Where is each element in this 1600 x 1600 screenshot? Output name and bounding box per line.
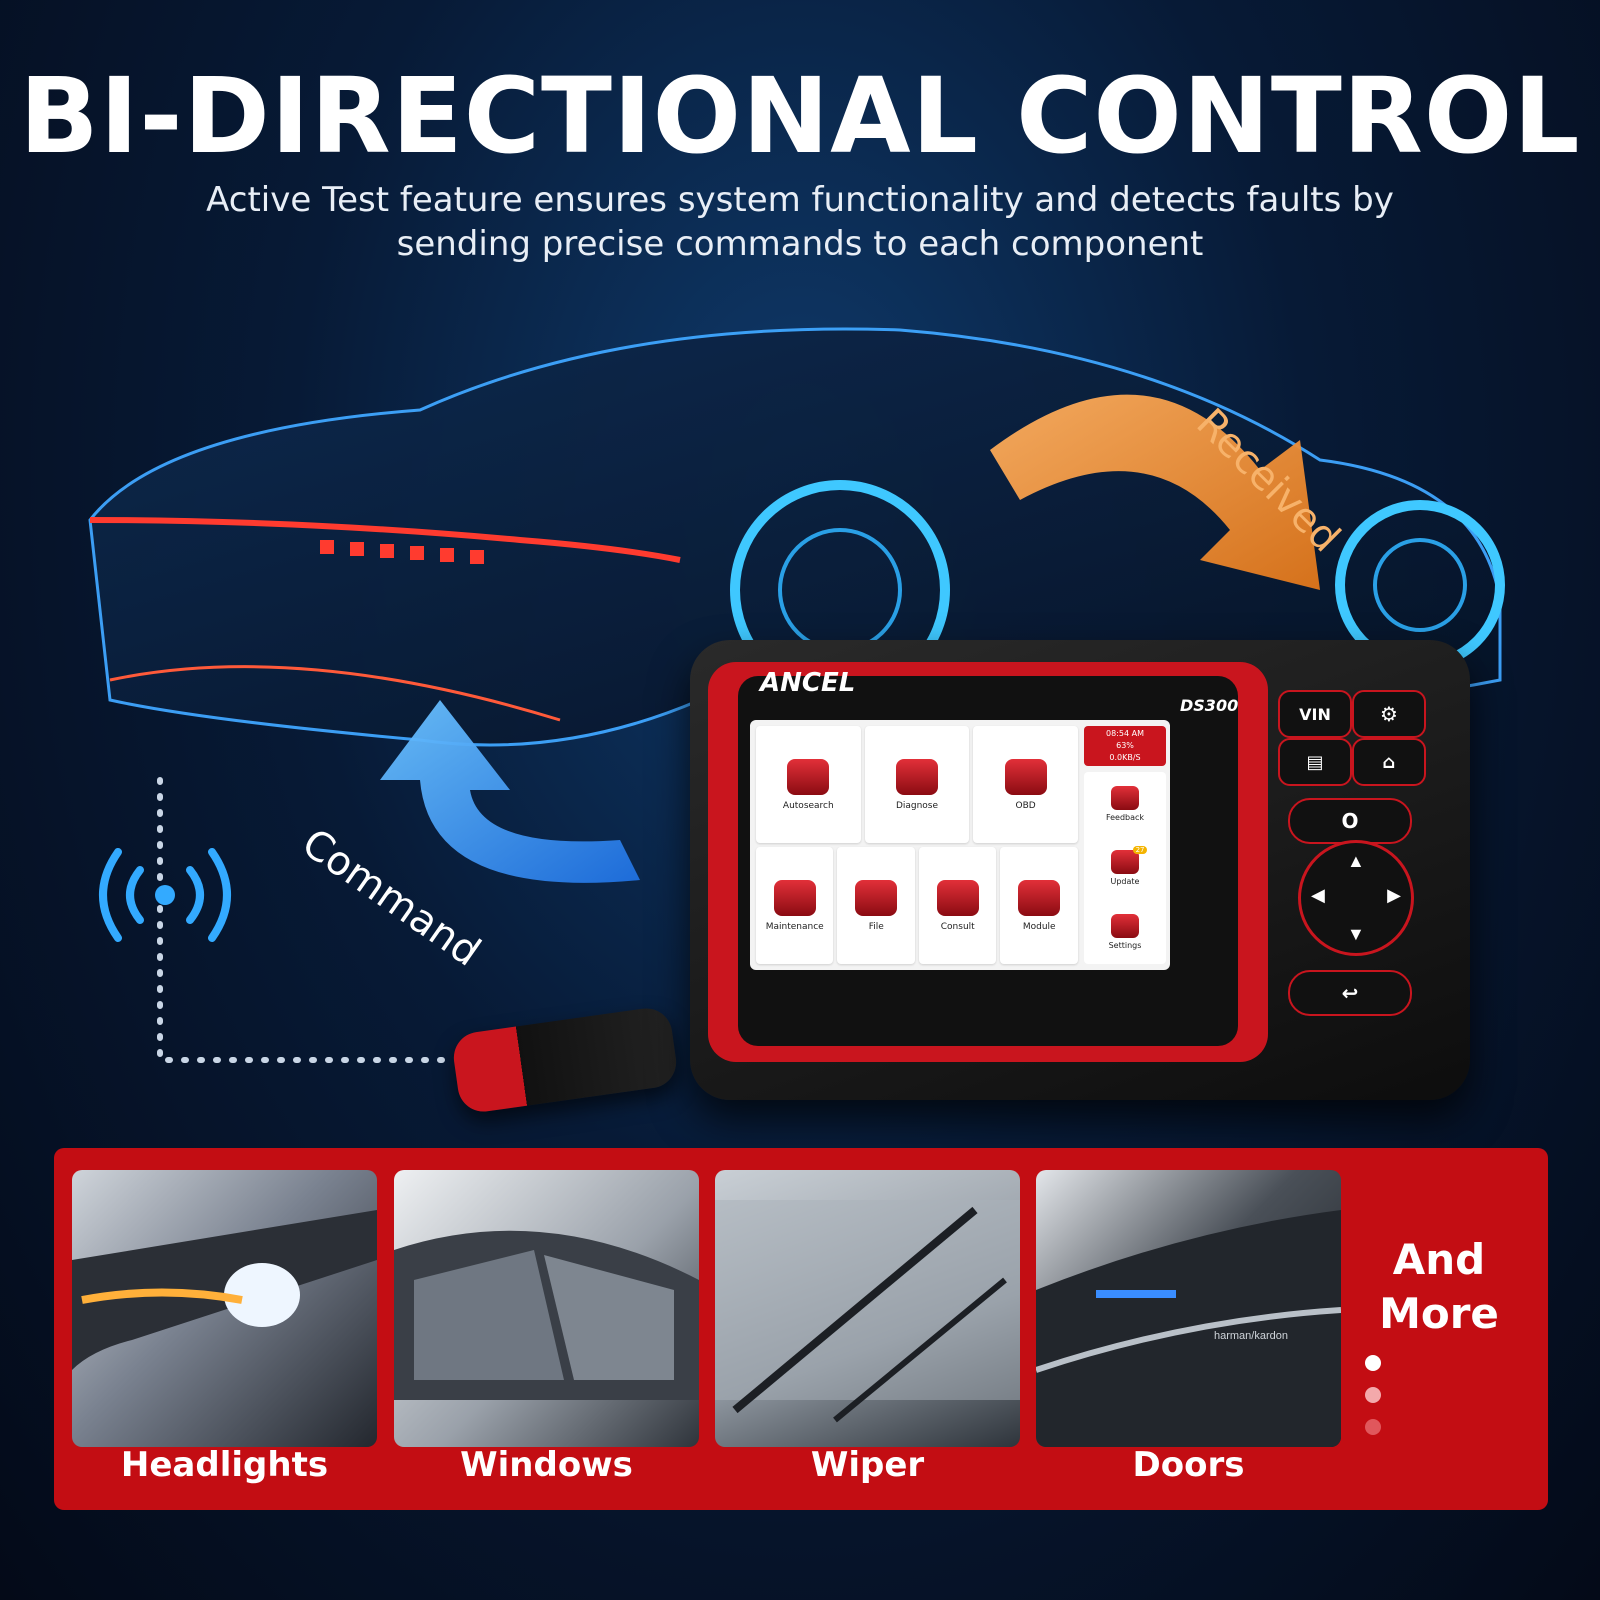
doors-label: Doors xyxy=(1132,1445,1245,1485)
windows-label: Windows xyxy=(460,1445,633,1485)
status-time: 08:54 AM xyxy=(1106,729,1144,738)
update-icon xyxy=(1110,850,1139,874)
autosearch-icon xyxy=(787,758,830,795)
tail-light-lower xyxy=(109,665,561,722)
home-icon[interactable]: ⌂ xyxy=(1352,738,1426,786)
report-icon[interactable]: ▤ xyxy=(1278,738,1352,786)
command-arrow-icon xyxy=(380,700,640,883)
gear-icon[interactable]: ⚙ xyxy=(1352,690,1426,738)
tail-light-marks xyxy=(320,540,484,564)
status-battery: 63% xyxy=(1116,741,1134,750)
brand-logo: ANCEL xyxy=(760,668,856,698)
app-file[interactable]: File xyxy=(837,847,915,964)
status-panel: 08:54 AM 63% 0.0KB/S xyxy=(1084,726,1166,766)
side-item-settings[interactable]: Settings xyxy=(1109,914,1141,950)
back-button[interactable]: ↩ xyxy=(1288,970,1412,1016)
hardware-buttons: VIN ⚙ ▤ ⌂ O ▲ ▼ ◀ ▶ ↩ xyxy=(1268,680,1448,1070)
side-panel: Feedback Update 27 Settings xyxy=(1084,772,1166,964)
obd-icon xyxy=(1004,758,1047,795)
diagnose-icon xyxy=(895,758,938,795)
headlights-image xyxy=(72,1170,377,1447)
vin-button[interactable]: VIN xyxy=(1278,690,1352,738)
file-icon xyxy=(855,879,898,916)
consult-icon xyxy=(936,879,979,916)
app-autosearch[interactable]: Autosearch xyxy=(756,726,861,843)
app-consult[interactable]: Consult xyxy=(918,847,997,964)
app-obd[interactable]: OBD xyxy=(973,726,1078,843)
scan-tool-device: ANCEL DS300 Autosearch Diagnose OBD Main… xyxy=(690,640,1470,1100)
tail-light xyxy=(89,517,681,563)
wireless-signal-icon xyxy=(99,848,231,942)
module-icon xyxy=(1018,879,1061,916)
wiper-label: Wiper xyxy=(810,1445,925,1485)
and-more-label: And More xyxy=(1379,1235,1499,1338)
app-module[interactable]: Module xyxy=(1000,847,1078,964)
maintenance-icon xyxy=(773,879,816,916)
headlights-label: Headlights xyxy=(120,1445,329,1485)
status-speed: 0.0KB/S xyxy=(1109,753,1141,762)
windows-image xyxy=(394,1170,699,1447)
wiper-image xyxy=(715,1170,1020,1447)
more-dots xyxy=(1365,1355,1385,1451)
app-maintenance[interactable]: Maintenance xyxy=(756,847,834,964)
speaker-brand: harman/kardon xyxy=(1214,1330,1288,1342)
up-arrow-icon[interactable]: ▲ xyxy=(1347,851,1365,871)
settings-icon xyxy=(1111,914,1139,938)
page-title: BI-DIRECTIONAL CONTROL xyxy=(19,55,1581,177)
connection-dots xyxy=(157,777,453,1063)
right-arrow-icon[interactable]: ▶ xyxy=(1387,885,1401,905)
page-subtitle: Active Test feature ensures system funct… xyxy=(206,180,1394,264)
side-item-feedback[interactable]: Feedback xyxy=(1106,786,1144,822)
model-label: DS300 xyxy=(1180,696,1239,715)
left-arrow-icon[interactable]: ◀ xyxy=(1311,885,1325,905)
app-diagnose[interactable]: Diagnose xyxy=(864,726,970,843)
ok-button[interactable]: O xyxy=(1288,798,1412,844)
down-arrow-icon[interactable]: ▼ xyxy=(1347,924,1365,944)
direction-pad[interactable]: ▲ ▼ ◀ ▶ xyxy=(1298,840,1414,956)
side-item-update[interactable]: Update 27 xyxy=(1110,846,1148,886)
device-screen: Autosearch Diagnose OBD Maintenance File… xyxy=(750,720,1170,970)
feature-strip: harman/kardon Headlights Windows Wiper D… xyxy=(54,1148,1548,1510)
feedback-icon xyxy=(1110,786,1139,810)
update-badge: 27 xyxy=(1132,846,1148,854)
doors-image: harman/kardon xyxy=(1036,1170,1341,1447)
app-grid: Autosearch Diagnose OBD Maintenance File… xyxy=(756,726,1078,964)
received-arrow-icon xyxy=(990,394,1320,590)
